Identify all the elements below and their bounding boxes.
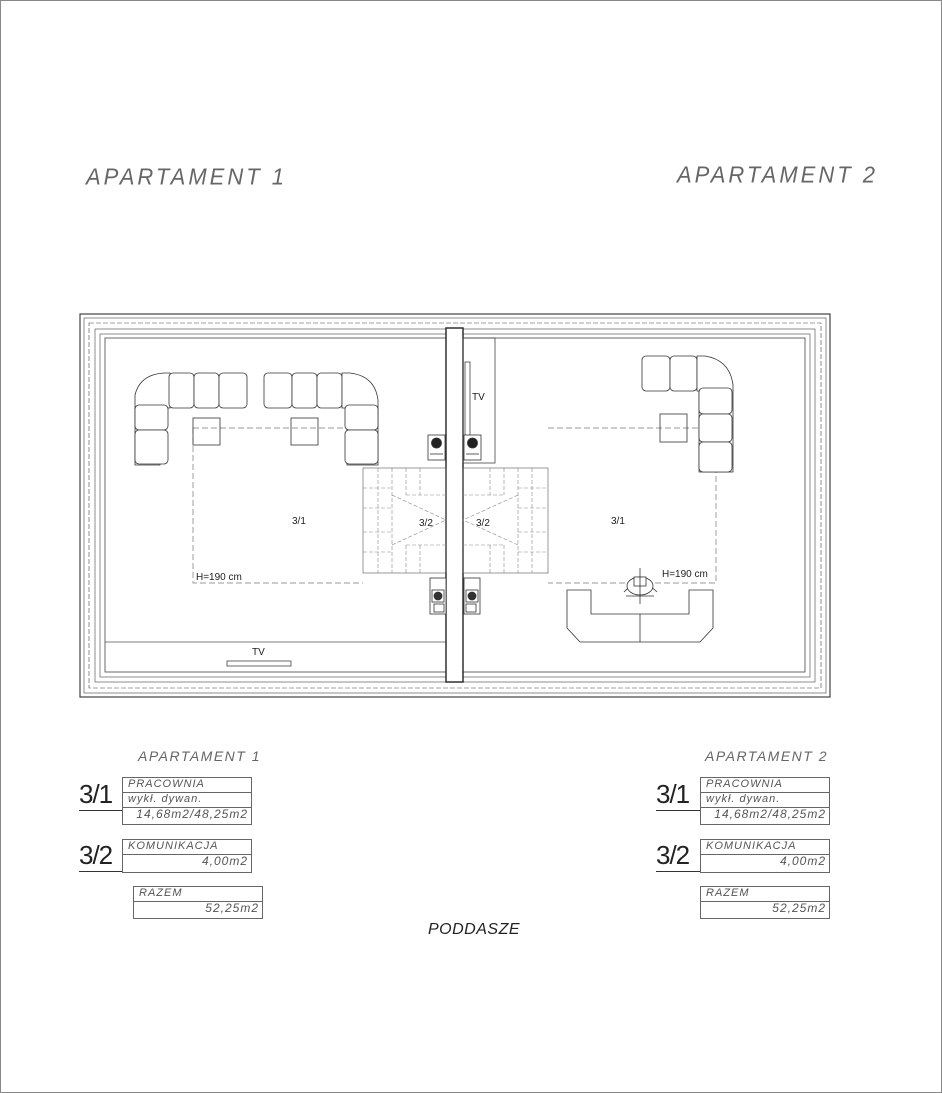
- room-area: 4,00m2: [779, 854, 826, 868]
- sofa-set-right: [641, 355, 734, 473]
- room-note: wykł. dywan.: [701, 793, 829, 808]
- apartment-1-heading: APARTAMENT 1: [86, 163, 288, 190]
- total-box-apt2: RAZEM 52,25m2: [700, 886, 830, 919]
- stair-label-left: 3/2: [419, 518, 433, 529]
- drawing-caption: PODDASZE: [428, 921, 521, 938]
- room-area: 14,68m2/48,25m2: [136, 807, 248, 821]
- room-number-3-1-apt1: 3/1: [79, 779, 113, 809]
- room-area: 4,00m2: [201, 854, 248, 868]
- total-box-apt1: RAZEM 52,25m2: [133, 886, 263, 919]
- tv-label-top: TV: [472, 392, 485, 403]
- room-number-3-2-apt1: 3/2: [79, 840, 113, 870]
- height-label-left: H=190 cm: [196, 572, 242, 583]
- rule: [79, 810, 123, 811]
- desk: [566, 568, 714, 643]
- room-note: wykł. dywan.: [123, 793, 251, 808]
- total-label: RAZEM: [134, 887, 262, 902]
- room-name: KOMUNIKACJA: [701, 840, 829, 855]
- apartment-2-heading: APARTAMENT 2: [677, 161, 879, 188]
- total-label: RAZEM: [701, 887, 829, 902]
- stairs: [362, 467, 549, 574]
- room-name: PRACOWNIA: [701, 778, 829, 793]
- room-number-3-1-apt2: 3/1: [656, 779, 690, 809]
- total-area: 52,25m2: [205, 901, 259, 915]
- room-box-3-1-apt2: PRACOWNIA wykł. dywan. 14,68m2/48,25m2: [700, 777, 830, 825]
- room-name: PRACOWNIA: [123, 778, 251, 793]
- party-wall: [445, 327, 464, 683]
- sofa-set-left: [134, 372, 379, 466]
- total-area: 52,25m2: [772, 901, 826, 915]
- tv-label-bottom: TV: [252, 647, 265, 658]
- tv-bottom-unit: [226, 660, 292, 667]
- room-box-3-2-apt2: KOMUNIKACJA 4,00m2: [700, 839, 830, 873]
- height-label-right: H=190 cm: [662, 569, 708, 580]
- rule: [656, 871, 701, 872]
- room-box-3-1-apt1: PRACOWNIA wykł. dywan. 14,68m2/48,25m2: [122, 777, 252, 825]
- room-number-3-2-apt2: 3/2: [656, 840, 690, 870]
- room-box-3-2-apt1: KOMUNIKACJA 4,00m2: [122, 839, 252, 873]
- room-area: 14,68m2/48,25m2: [714, 807, 826, 821]
- fixtures: [427, 434, 482, 615]
- room-label-right: 3/1: [611, 516, 625, 527]
- legend-title-apt2: APARTAMENT 2: [705, 748, 829, 764]
- stair-label-right: 3/2: [476, 518, 490, 529]
- legend-title-apt1: APARTAMENT 1: [138, 748, 262, 764]
- rule: [656, 810, 701, 811]
- room-label-left: 3/1: [292, 516, 306, 527]
- room-name: KOMUNIKACJA: [123, 840, 251, 855]
- rule: [79, 871, 123, 872]
